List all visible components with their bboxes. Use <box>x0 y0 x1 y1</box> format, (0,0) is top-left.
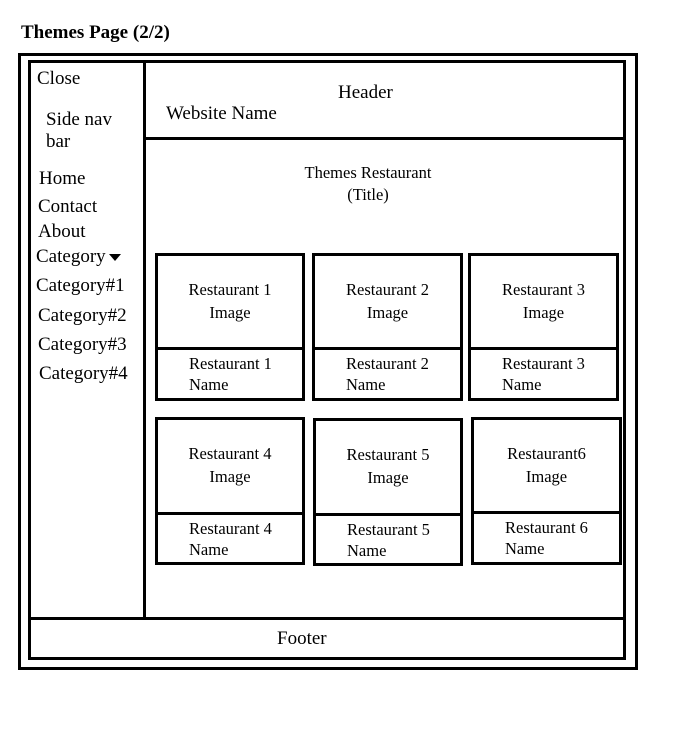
outer-frame <box>18 53 638 670</box>
restaurant-name-area: Restaurant 4 Name <box>158 515 302 562</box>
restaurant-name-line1: Restaurant 1 <box>189 354 272 373</box>
nav-item-category[interactable]: Category <box>36 247 121 266</box>
card-divider <box>158 347 302 350</box>
restaurant-name-line2: Name <box>346 375 386 394</box>
restaurant-image-placeholder: Restaurant 2 Image <box>315 256 460 347</box>
main-title-line1: Themes Restaurant <box>304 163 432 182</box>
restaurant-name-line1: Restaurant 3 <box>502 354 585 373</box>
header-label: Header <box>338 82 393 103</box>
restaurant-image-label-line1: Restaurant 4 <box>188 444 272 463</box>
restaurant-image-label-line2: Image <box>367 468 409 487</box>
restaurant-image-placeholder: Restaurant 4 Image <box>158 420 302 512</box>
chevron-down-icon <box>108 254 121 262</box>
restaurant-image-label-line1: Restaurant 3 <box>502 280 585 299</box>
restaurant-image-label-line1: Restaurant 2 <box>346 280 429 299</box>
restaurant-name-line1: Restaurant 2 <box>346 354 429 373</box>
side-nav-label-line2: bar <box>46 131 71 152</box>
restaurant-name-line2: Name <box>505 539 545 558</box>
nav-item-about[interactable]: About <box>38 221 86 242</box>
restaurant-image-label-line2: Image <box>522 303 565 322</box>
restaurant-image-label-line2: Image <box>209 303 251 322</box>
close-button[interactable]: Close <box>37 68 81 89</box>
nav-item-category-2[interactable]: Category#2 <box>38 305 127 326</box>
restaurant-name-area: Restaurant 1 Name <box>158 350 302 398</box>
sidebar-divider <box>143 60 146 619</box>
nav-item-category-4[interactable]: Category#4 <box>39 363 128 384</box>
side-nav-label-line1: Side nav <box>46 109 112 130</box>
restaurant-image-label-line1: Restaurant 1 <box>188 280 272 299</box>
nav-item-category-label: Category <box>36 246 106 267</box>
inner-frame <box>28 60 626 660</box>
restaurant-name-line2: Name <box>502 375 542 394</box>
restaurant-image-placeholder: Restaurant 1 Image <box>158 256 302 347</box>
nav-item-category-3[interactable]: Category#3 <box>38 334 127 355</box>
restaurant-name-line2: Name <box>189 375 229 394</box>
restaurant-name-line1: Restaurant 4 <box>189 519 272 538</box>
restaurant-image-placeholder: Restaurant 3 Image <box>471 256 616 347</box>
card-divider <box>316 513 460 516</box>
header-divider <box>143 137 626 140</box>
restaurant-image-label-line2: Image <box>366 303 409 322</box>
card-divider <box>474 511 619 514</box>
restaurant-name-area: Restaurant 3 Name <box>471 350 616 398</box>
restaurant-name-line2: Name <box>189 540 229 559</box>
footer-label: Footer <box>277 628 327 649</box>
card-divider <box>471 347 616 350</box>
restaurant-image-label-line2: Image <box>525 467 568 486</box>
nav-item-category-1[interactable]: Category#1 <box>36 275 125 296</box>
website-name[interactable]: Website Name <box>166 103 277 124</box>
restaurant-image-placeholder: Restaurant 5 Image <box>316 421 460 513</box>
restaurant-name-area: Restaurant 5 Name <box>316 516 460 563</box>
restaurant-name-area: Restaurant 6 Name <box>474 514 619 562</box>
restaurant-name-line1: Restaurant 5 <box>347 520 430 539</box>
footer-divider <box>28 617 626 620</box>
nav-item-contact[interactable]: Contact <box>38 196 98 217</box>
restaurant-image-label-line1: Restaurant 5 <box>346 445 430 464</box>
nav-item-home[interactable]: Home <box>39 168 86 189</box>
restaurant-name-line2: Name <box>347 541 387 560</box>
card-divider <box>158 512 302 515</box>
main-title-line2: (Title) <box>347 185 389 204</box>
page-title: Themes Page (2/2) <box>21 22 170 43</box>
restaurant-name-area: Restaurant 2 Name <box>315 350 460 398</box>
restaurant-image-label-line1: Restaurant6 <box>507 444 586 463</box>
restaurant-name-line1: Restaurant 6 <box>505 518 588 537</box>
card-divider <box>315 347 460 350</box>
restaurant-image-label-line2: Image <box>209 467 251 486</box>
